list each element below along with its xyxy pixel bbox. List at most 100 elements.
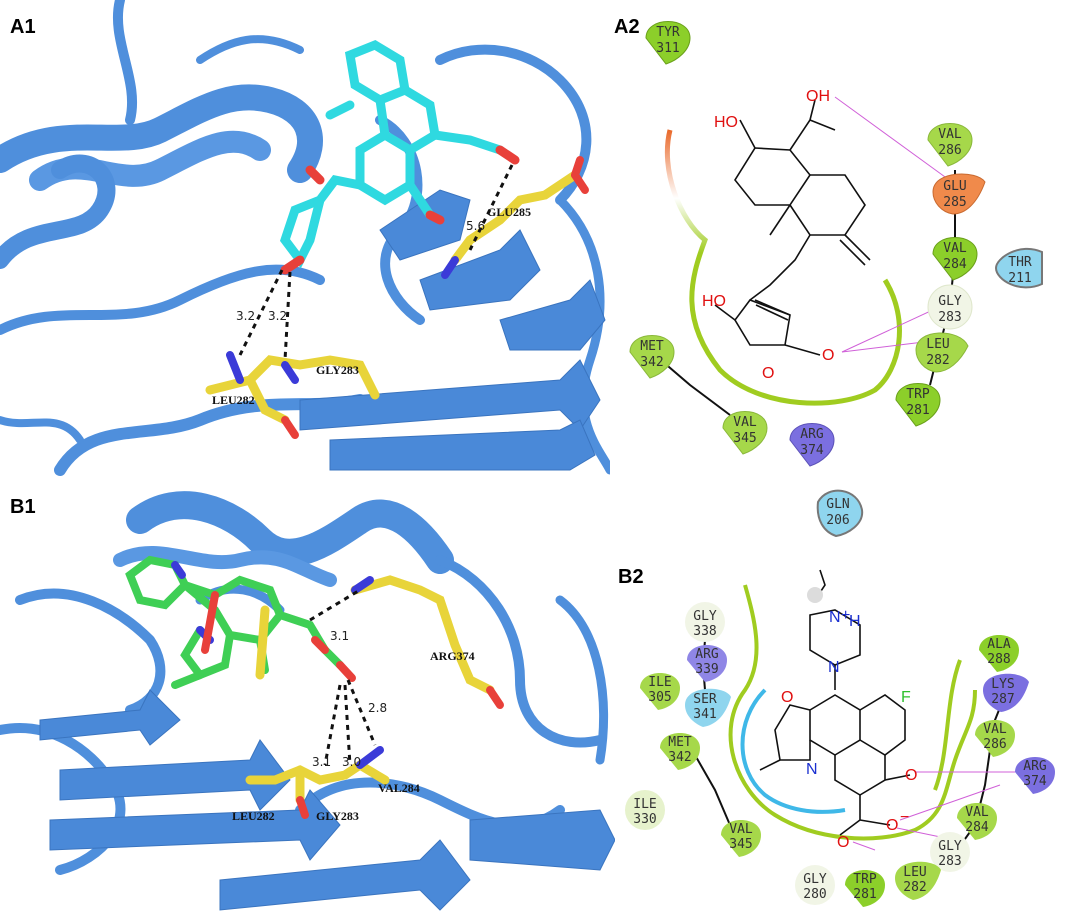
a2-ligand-skeleton: [714, 99, 871, 356]
b2-atom-h: H: [849, 613, 861, 630]
b1-distance-2: 2.8: [368, 701, 387, 715]
svg-text:284: 284: [965, 820, 989, 835]
b2-atom-o-acid-2: O: [886, 817, 898, 834]
b2-residue-ala288: ALA 288: [979, 635, 1019, 672]
svg-text:374: 374: [800, 443, 824, 458]
b1-beta-sheets: [39, 689, 615, 911]
b1-distance-3: 3.1: [312, 755, 331, 769]
svg-text:283: 283: [938, 310, 961, 325]
b2-residue-val286: VAL 286: [975, 720, 1015, 757]
a1-distance-3: 5.6: [466, 219, 485, 233]
svg-text:ALA: ALA: [987, 637, 1011, 652]
a2-residue-arg374: ARG 374: [789, 423, 835, 467]
b1-residue-gly283: GLY283: [316, 809, 359, 823]
a2-residue-val286: VAL 286: [927, 123, 973, 167]
svg-text:286: 286: [983, 737, 1006, 752]
svg-text:LEU: LEU: [926, 337, 949, 352]
b2-residue-gly338: GLY 338: [685, 602, 725, 642]
a1-residue-heteroatoms: [226, 156, 589, 439]
b2-residue-trp281: TRP 281: [845, 870, 885, 907]
b2-pocket-outline-left: [728, 584, 977, 841]
a2-residue-val284: VAL 284: [932, 237, 978, 281]
a2-atom-o-ring: O: [762, 365, 774, 382]
b2-solvent-exposure-marker: [807, 587, 823, 603]
b2-ligand-skeleton: [759, 569, 911, 836]
svg-text:ARG: ARG: [1023, 759, 1047, 774]
b1-hbond-dashes: [309, 588, 377, 766]
svg-text:282: 282: [926, 353, 949, 368]
b2-interaction-diagram: N + H N N O F O O O − GLY 338 ARG 339 IL…: [625, 569, 1055, 907]
b2-pocket-outline-right: [933, 659, 962, 791]
a1-residue-leu282: LEU282: [212, 393, 255, 407]
a1-residue-gly283: GLY283: [316, 363, 359, 377]
svg-text:GLY: GLY: [803, 872, 827, 887]
a2-residue-val345: VAL 345: [722, 411, 768, 455]
a2-pocket-outline: [664, 129, 902, 406]
b1-panel-label: B1: [10, 496, 36, 518]
a2-backbone-lines: [654, 170, 956, 416]
svg-text:287: 287: [991, 692, 1014, 707]
svg-text:GLY: GLY: [938, 294, 962, 309]
b1-residue-leu282: LEU282: [232, 809, 275, 823]
b2-atom-f: F: [901, 689, 911, 706]
svg-text:TYR: TYR: [656, 25, 680, 40]
b2-atom-minus: −: [900, 809, 909, 826]
svg-text:341: 341: [693, 707, 716, 722]
a2-residue-leu282: LEU 282: [915, 332, 969, 373]
a1-residue-sticks: [205, 170, 580, 425]
a2-panel-label: A2: [614, 16, 640, 38]
a1-panel-label: A1: [10, 16, 36, 38]
b1-residue-arg374: ARG374: [430, 649, 475, 663]
a1-residue-glu285: GLU285: [487, 205, 531, 219]
svg-text:283: 283: [938, 854, 961, 869]
svg-text:338: 338: [693, 624, 716, 639]
svg-text:305: 305: [648, 690, 671, 705]
svg-text:345: 345: [729, 837, 752, 852]
b1-distance-1: 3.1: [330, 629, 349, 643]
a1-beta-sheets: [299, 189, 606, 471]
a1-distance-2: 3.2: [268, 309, 287, 323]
b2-residue-met342: MET 342: [660, 733, 700, 770]
a2-interaction-diagram: HO OH HO O O TYR 311 VAL 286 GLU 285 VAL…: [629, 21, 1043, 538]
svg-text:GLN: GLN: [826, 497, 849, 512]
svg-text:VAL: VAL: [983, 722, 1007, 737]
svg-text:MET: MET: [668, 735, 692, 750]
svg-text:SER: SER: [693, 692, 717, 707]
b2-atom-o-ketone: O: [905, 767, 917, 784]
b2-pocket-outline-blue: [740, 688, 846, 814]
b2-residue-val345: VAL 345: [721, 820, 761, 857]
b2-atom-n-piperazine: N: [828, 659, 840, 676]
b2-atom-plus: +: [841, 607, 850, 624]
panel-a1: 3.2 3.2 5.6 LEU282 GLY283 GLU285 A1: [0, 0, 610, 478]
b1-distance-4: 3.0: [342, 755, 361, 769]
svg-text:VAL: VAL: [938, 127, 962, 142]
a2-residue-gly283: GLY 283: [927, 284, 973, 330]
svg-text:345: 345: [733, 431, 756, 446]
b2-residue-leu282: LEU 282: [895, 861, 941, 900]
b2-residue-gly280: GLY 280: [795, 865, 835, 905]
svg-text:LEU: LEU: [903, 865, 926, 880]
b2-residue-ser341: SER 341: [685, 688, 731, 727]
a2-atom-ho-2: HO: [702, 293, 726, 310]
svg-text:339: 339: [695, 662, 718, 677]
svg-text:286: 286: [938, 143, 961, 158]
b1-ligand-heteroatoms: [171, 561, 356, 682]
svg-text:311: 311: [656, 41, 679, 56]
panel-a2: A2: [610, 0, 1065, 560]
b1-residue-heteroatoms: [296, 576, 504, 819]
b2-atom-n-methyl: N: [829, 609, 841, 626]
b2-residue-val284: VAL 284: [957, 803, 997, 840]
svg-text:ILE: ILE: [648, 675, 671, 690]
svg-text:330: 330: [633, 812, 656, 827]
svg-text:VAL: VAL: [729, 822, 753, 837]
a1-distance-1: 3.2: [236, 309, 255, 323]
svg-text:285: 285: [943, 195, 966, 210]
svg-text:284: 284: [943, 257, 967, 272]
svg-text:281: 281: [906, 403, 929, 418]
b2-atom-n-ring: N: [806, 761, 818, 778]
svg-text:TRP: TRP: [906, 387, 930, 402]
svg-text:206: 206: [826, 513, 849, 528]
b2-residue-ile330: ILE 330: [625, 790, 665, 830]
a2-residue-met342: MET 342: [629, 335, 675, 379]
a1-ligand-sticks: [279, 39, 505, 269]
